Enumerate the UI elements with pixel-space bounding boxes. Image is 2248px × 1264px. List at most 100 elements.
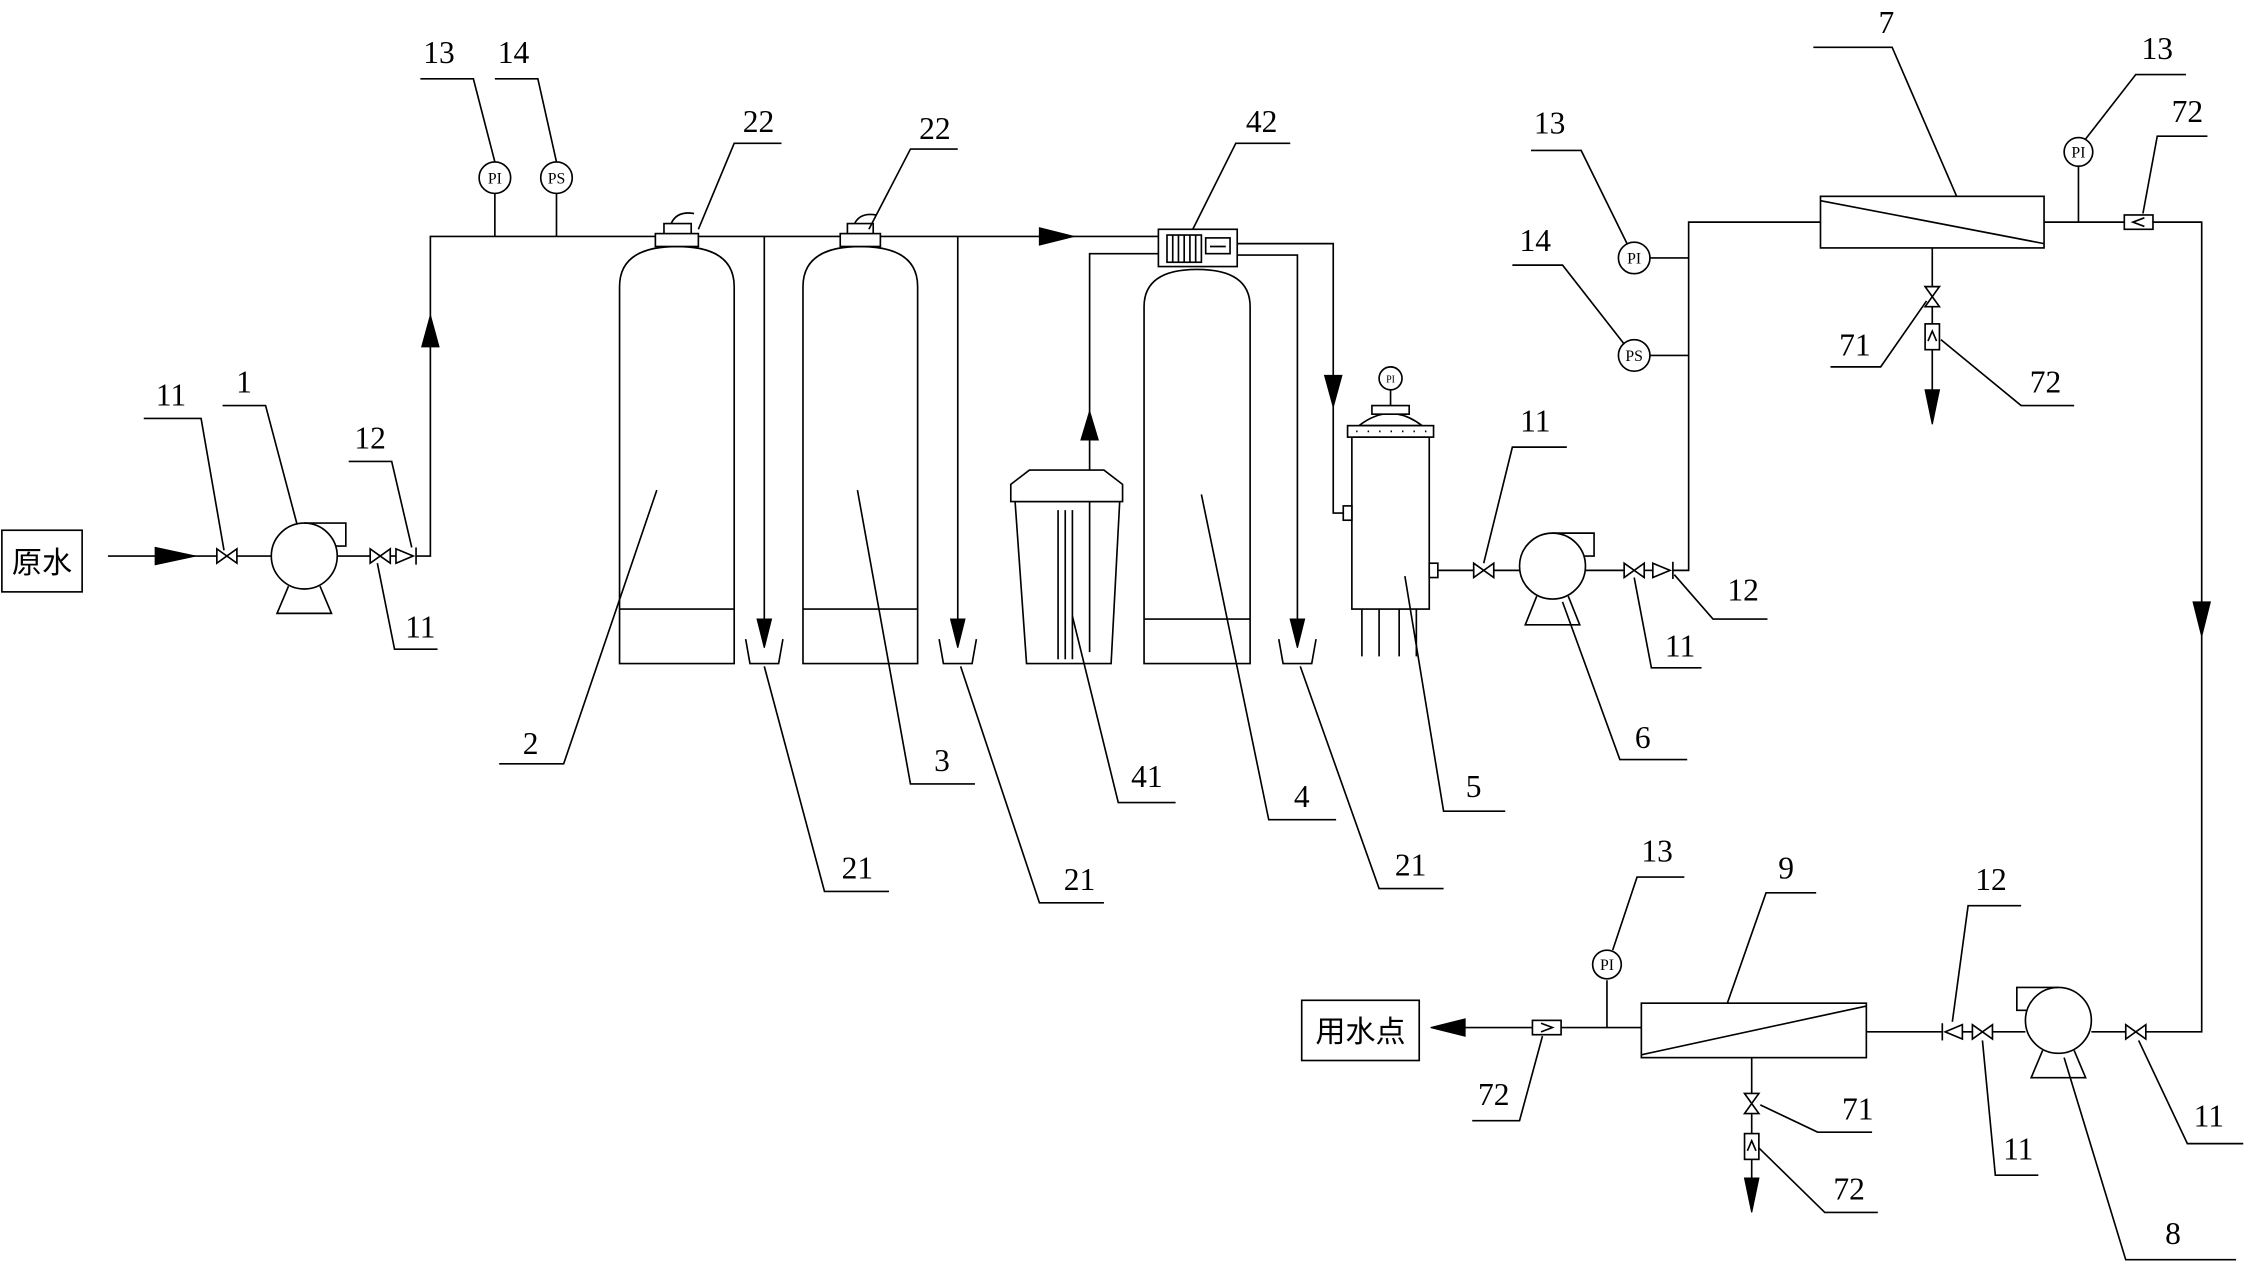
leader-line <box>2142 135 2208 214</box>
callout-number: 11 <box>2003 1131 2033 1166</box>
raw-water-terminal: 原水 <box>1 529 83 593</box>
callout-number: 11 <box>2194 1098 2224 1133</box>
callout-check-valve-3: 12 <box>1951 862 2022 1022</box>
callout-pump-8: 8 <box>2063 1057 2237 1261</box>
flow-arrows <box>154 227 2212 1213</box>
flowmeter-concentrate-9-icon <box>1743 1132 1760 1161</box>
brine-well-lines <box>1057 510 1074 660</box>
callout-drain-tank-2: 21 <box>763 666 889 893</box>
flowmeter-indicator <box>1927 328 1938 342</box>
callout-drain-tank-3: 21 <box>959 666 1104 904</box>
callout-softener-valve: 42 <box>1192 104 1291 230</box>
pressure-gauge-icon <box>2063 136 2094 168</box>
flowmeter-concentrate-7-icon <box>1924 323 1941 351</box>
callout-pump-8-inlet-valve: 11 <box>2137 1040 2244 1145</box>
arrow-raw-inlet-icon <box>154 546 196 566</box>
callout-number: 14 <box>1520 223 1552 258</box>
pressure-switch-tag: PS <box>1625 348 1643 365</box>
control-valve-grille-lines <box>1171 235 1197 263</box>
pipe-drain-tank-4 <box>1237 254 1299 643</box>
flowmeter-body <box>1531 1019 1562 1036</box>
leader-line <box>1758 1147 1878 1214</box>
callout-check-valve-2: 12 <box>1673 572 1768 620</box>
callout-flowmeter-product: 72 <box>1472 1035 1544 1122</box>
leader-line <box>697 142 782 230</box>
callout-softener-tank: 4 <box>1200 494 1337 821</box>
drain-tray-tank-2 <box>744 639 784 665</box>
callout-filter-tank-2: 2 <box>499 489 658 765</box>
filter-dome <box>1356 412 1425 427</box>
leader-line <box>2084 73 2186 140</box>
flowmeter-body <box>1743 1132 1760 1161</box>
leader-line <box>376 563 438 651</box>
tank-valve-head-icon <box>663 222 693 234</box>
callout-pressure-gauge-header: 13 <box>420 35 496 163</box>
pump-6-base <box>1524 595 1581 626</box>
check-valve-body <box>1651 561 1673 579</box>
softener-control-valve-42 <box>1157 228 1239 268</box>
callout-pump-8-outlet-valve: 11 <box>1981 1040 2039 1176</box>
control-valve-display-icon <box>1204 237 1231 255</box>
pressure-switch-icon <box>1617 338 1651 372</box>
arrow-concentrate-9-icon <box>1743 1177 1760 1213</box>
filter-tank-2 <box>618 212 736 665</box>
filter-tank-3 <box>802 213 919 665</box>
leader-line <box>1192 142 1291 230</box>
pump-6-casing-icon <box>1518 532 1587 600</box>
leader-line <box>1611 876 1685 951</box>
callout-number: 7 <box>1879 5 1895 40</box>
callout-check-valve-1: 12 <box>348 421 413 548</box>
callout-number: 12 <box>1975 862 2007 897</box>
raw-water-pump <box>270 522 347 615</box>
leader-line <box>959 666 1104 904</box>
leader-line <box>1561 601 1688 761</box>
pressure-gauge-tag: PI <box>1627 251 1641 268</box>
leader-line <box>420 77 496 163</box>
leader-line <box>494 77 558 163</box>
callout-number: 9 <box>1778 850 1794 885</box>
callout-raw-water-pump: 1 <box>222 365 298 525</box>
flowmeter-permeate-icon <box>2123 214 2154 231</box>
callout-number: 13 <box>1534 105 1566 140</box>
leader-line <box>222 404 298 525</box>
arrow-concentrate-7-icon <box>1924 389 1941 425</box>
filter-inlet-nozzle <box>1342 505 1353 522</box>
callout-number: 3 <box>934 743 950 778</box>
tank-shell <box>802 245 919 665</box>
flowmeter-body <box>2123 214 2154 231</box>
leader-line <box>868 148 958 230</box>
pressure-switch-tag: PS <box>548 170 566 187</box>
pressure-gauge-tag: PI <box>2071 145 2085 162</box>
check-valve-body <box>1943 1023 1964 1041</box>
callout-number: 6 <box>1635 720 1651 755</box>
leader-line <box>1726 892 1817 1004</box>
pipe-riser-to-header <box>416 235 1159 557</box>
callout-tank-valve-2: 22 <box>697 104 782 230</box>
callout-pressure-gauge-permeate: 13 <box>2084 31 2186 140</box>
callout-membrane-9: 9 <box>1726 850 1817 1004</box>
callout-pressure-gauge-product: 13 <box>1611 833 1685 951</box>
arrow-riser-up-icon <box>421 313 440 348</box>
leader-line <box>763 666 889 893</box>
pump-1-casing-icon <box>270 522 339 590</box>
leader-line <box>1830 300 1928 368</box>
leader-line <box>1482 446 1567 564</box>
callout-number: 5 <box>1466 769 1482 804</box>
pump-6-discharge <box>1552 532 1595 557</box>
filter-lid-handle <box>1371 404 1411 415</box>
leader-line <box>1981 1040 2039 1176</box>
tank-head-fitting <box>839 232 882 248</box>
tank-valve-handle-icon <box>853 213 877 224</box>
leader-line <box>1633 577 1702 669</box>
callout-flowmeter-permeate: 72 <box>2142 94 2208 214</box>
leader-line <box>1759 1104 1873 1133</box>
leader-line <box>1813 46 1958 197</box>
callout-number: 72 <box>1833 1172 1865 1207</box>
pressure-gauge-tag: PI <box>1600 957 1614 974</box>
arrow-drain-4-icon <box>1289 618 1306 648</box>
callout-number: 72 <box>2030 365 2062 400</box>
drain-tray-tank-3 <box>938 639 978 665</box>
membrane-module-9 <box>1640 1002 1868 1059</box>
callout-pump-1-outlet-valve: 11 <box>376 563 438 651</box>
